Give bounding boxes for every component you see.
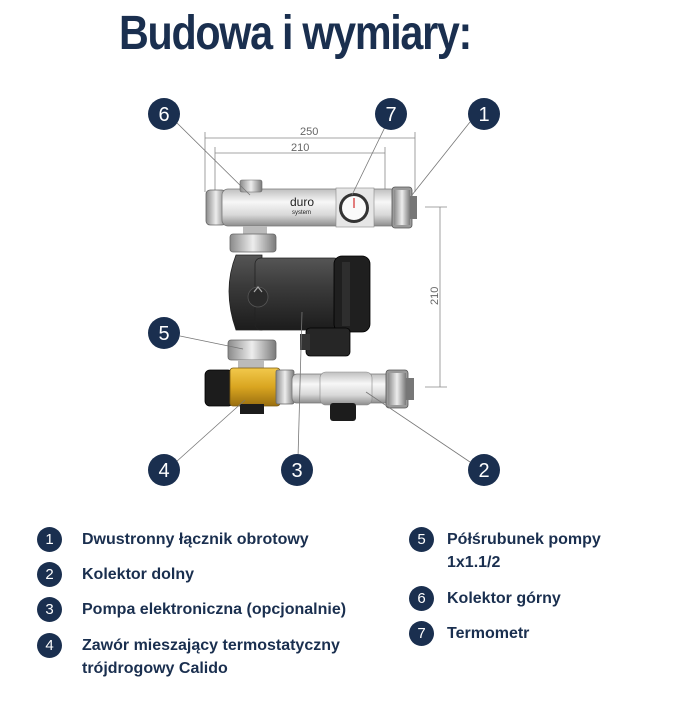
legend-number: 2 [37,562,62,587]
legend-label: Półśrubunek pompy 1x1.1/2 [447,531,601,571]
svg-text:7: 7 [385,104,396,126]
legend-item-5: 5 Półśrubunek pompy 1x1.1/2 [409,527,669,574]
legend-number: 5 [409,527,434,552]
legend-item-7: 7 Termometr [409,621,669,646]
legend-number: 6 [409,586,434,611]
pump-upper-nut [229,226,277,253]
svg-text:3: 3 [291,460,302,482]
thermostatic-mixing-valve [204,367,295,414]
marker-7: 7 [375,98,407,130]
marker-3: 3 [281,454,313,486]
legend-number: 3 [37,597,62,622]
legend-label: Kolektor dolny [82,566,195,583]
legend-number: 1 [37,527,62,552]
lower-collector [291,369,414,421]
dimension-210-vertical: 210 [429,287,441,305]
page-title: Budowa i wymiary: [119,7,472,60]
legend-label: Zawór mieszający termostatyczny trójdrog… [82,637,340,677]
thermometer-icon [335,187,375,228]
legend-number: 7 [409,621,434,646]
legend-item-6: 6 Kolektor górny [409,586,669,611]
legend-label: Kolektor górny [447,590,561,607]
legend-item-4: 4 Zawór mieszający termostatyczny trójdr… [37,633,387,680]
marker-2: 2 [468,454,500,486]
marker-5: 5 [148,317,180,349]
legend-item-2: 2 Kolektor dolny [37,562,397,587]
assembly-diagram: 250 210 210 duro system [148,98,500,486]
legend-label: Termometr [447,625,530,642]
legend-number: 4 [37,633,62,658]
brand-logo-subtext: system [292,210,311,216]
brand-logo-text: duro [290,195,314,209]
svg-text:6: 6 [158,104,169,126]
legend-item-3: 3 Pompa elektroniczna (opcjonalnie) [37,597,397,622]
svg-text:4: 4 [158,460,169,482]
dimension-250: 250 [300,126,318,138]
marker-1: 1 [468,98,500,130]
dimension-210-horizontal: 210 [291,142,309,154]
legend-label: Pompa elektroniczna (opcjonalnie) [82,601,347,618]
legend-label: Dwustronny łącznik obrotowy [82,531,309,548]
svg-text:2: 2 [478,460,489,482]
leader-lines [175,121,471,463]
marker-4: 4 [148,454,180,486]
marker-6: 6 [148,98,180,130]
electronic-pump [228,254,371,357]
legend-item-1: 1 Dwustronny łącznik obrotowy [37,527,397,552]
pump-half-union-nut [227,339,277,370]
svg-text:1: 1 [478,104,489,126]
svg-text:5: 5 [158,323,169,345]
